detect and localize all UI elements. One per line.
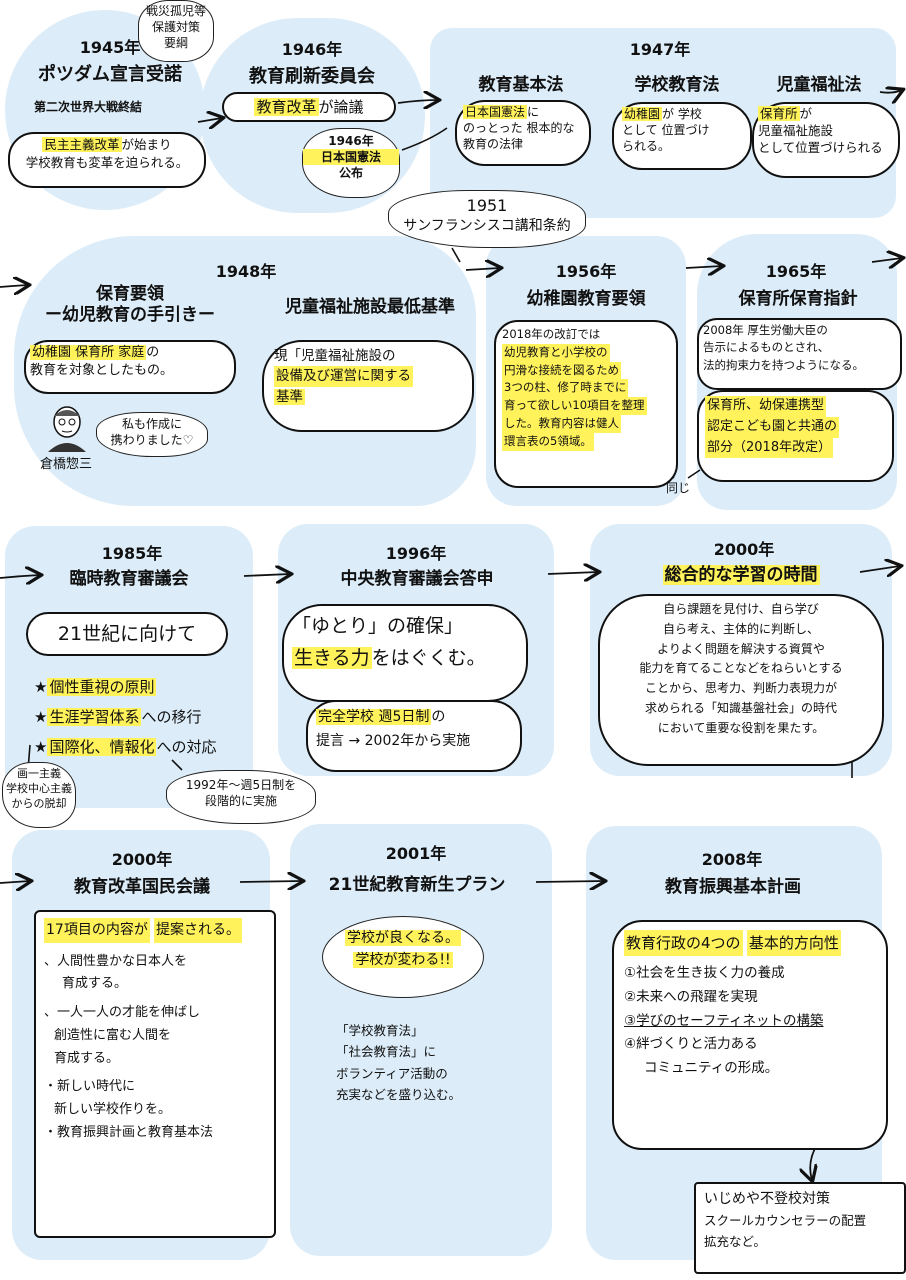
list-1985: ★個性重視の原則 ★生涯学習体系への移行 ★国際化、情報化への対応 xyxy=(34,678,217,756)
bubble-1996-top: 「ゆとり」の確保」 生きる力をはぐくむ。 xyxy=(282,604,528,702)
title-1948-saitei-kijun: 児童福祉施設最低基準 xyxy=(285,297,455,317)
title-2008: 教育振興基本計画 xyxy=(665,877,801,897)
note-1985-kakuitsu: 画一主義 学校中心主義 からの脱却 xyxy=(2,762,76,828)
bubble-1956: 2018年の改訂では 幼児教育と小学校の 円滑な接続を図るため 3つの柱、修了時… xyxy=(494,320,678,488)
bubble-1947-col1: 日本国憲法に のっとった 根本的な 教育の法律 xyxy=(455,100,591,166)
bubble-1948-hoiku: 幼稚園 保育所 家庭の 教育を対象としたもの。 xyxy=(24,340,236,394)
title-1956: 幼稚園教育要領 xyxy=(526,289,646,309)
bubble-2000b: 17項目の内容が 提案される。 、人間性豊かな日本人を 育成する。 、一人一人の… xyxy=(34,910,276,1238)
bubble-1947-col3: 保育所が 児童福祉施設 として位置づけられる xyxy=(752,102,900,178)
note-1985-shu5: 1992年〜週5日制を 段階的に実施 xyxy=(166,770,316,824)
note-1946: 1946年 日本国憲法 公布 xyxy=(302,128,400,198)
year-2001: 2001年 xyxy=(385,844,447,863)
title-1947-kyoiku-kihonho: 教育基本法 xyxy=(478,75,564,95)
title-2000a: 総合的な学習の時間 xyxy=(662,565,820,585)
year-1956: 1956年 xyxy=(555,262,617,281)
year-1996: 1996年 xyxy=(385,544,447,563)
label-same: 同じ xyxy=(666,481,691,495)
bubble-2008: 教育行政の4つの 基本的方向性 ①社会を生き抜く力の養成 ②未来への飛躍を実現 … xyxy=(612,920,888,1150)
title-1947-jido-fukushiho: 児童福祉法 xyxy=(776,75,862,95)
bubble-1948-kijun: 現「児童福祉施設の 設備及び運営に関する 基準 xyxy=(262,340,474,432)
year-2000b: 2000年 xyxy=(111,850,173,869)
bubble-1985: 21世紀に向けて xyxy=(26,612,228,656)
kurahashi-portrait xyxy=(44,404,90,452)
subtitle-1945: 第二次世界大戦終結 xyxy=(34,100,143,114)
title-1945: ポツダム宣言受諾 xyxy=(38,64,182,85)
note-2008: いじめや不登校対策 スクールカウンセラーの配置 拡充など。 xyxy=(694,1182,906,1274)
cloud-2001: 学校が良くなる。 学校が変わる!! xyxy=(322,916,484,998)
bubble-1996-bottom: 完全学校 週5日制の 提言 → 2002年から実施 xyxy=(306,700,522,772)
panel-2001 xyxy=(290,824,552,1256)
title-1985: 臨時教育審議会 xyxy=(69,569,189,589)
year-1985: 1985年 xyxy=(101,544,163,563)
bubble-1947-col2: 幼稚園が 学校 として 位置づけ られる。 xyxy=(612,102,752,170)
panel-1985 xyxy=(5,526,253,808)
year-1947: 1947年 xyxy=(629,40,691,59)
note-1945: 戦災孤児等 保護対策 要綱 xyxy=(138,0,214,62)
text-2001: 「学校教育法」 「社会教育法」に ボランティア活動の 充実などを盛り込む。 xyxy=(336,1023,462,1102)
year-1965: 1965年 xyxy=(765,262,827,281)
year-1948: 1948年 xyxy=(215,262,277,281)
bubble-1965-bottom: 保育所、幼保連携型 認定こども園と共通の 部分（2018年改定） xyxy=(697,390,894,482)
speech-kurahashi: 私も作成に 携わりました♡ xyxy=(96,412,208,457)
title-1948-hoiku-yoryo: 保育要領 ー幼児教育の手引きー xyxy=(45,284,215,326)
title-2000b: 教育改革国民会議 xyxy=(74,877,210,897)
note-1951: 1951 サンフランシスコ講和条約 xyxy=(388,190,586,248)
year-1946: 1946年 xyxy=(281,40,343,59)
year-2000a: 2000年 xyxy=(713,540,775,559)
bubble-1945: 民主主義改革が始まり 学校教育も変革を迫られる。 xyxy=(8,132,206,188)
bubble-2000a: 自ら課題を見付け、自ら学び 自ら考え、主体的に判断し、 よりよく問題を解決する資… xyxy=(598,594,884,766)
title-1946: 教育刷新委員会 xyxy=(249,66,375,87)
bubble-1946: 教育改革が論議 xyxy=(222,92,396,122)
title-1996: 中央教育審議会答申 xyxy=(340,569,494,589)
year-2008: 2008年 xyxy=(701,850,763,869)
kurahashi-name: 倉橋惣三 xyxy=(40,457,93,472)
year-1945: 1945年 xyxy=(79,38,141,57)
title-2001: 21世紀教育新生プラン xyxy=(328,875,506,895)
title-1965: 保育所保育指針 xyxy=(738,289,858,309)
title-1947-gakko-kyoikuho: 学校教育法 xyxy=(634,75,720,95)
bubble-1965-top: 2008年 厚生労働大臣の 告示によるものとされ、 法的拘束力を持つようになる。 xyxy=(697,318,902,390)
